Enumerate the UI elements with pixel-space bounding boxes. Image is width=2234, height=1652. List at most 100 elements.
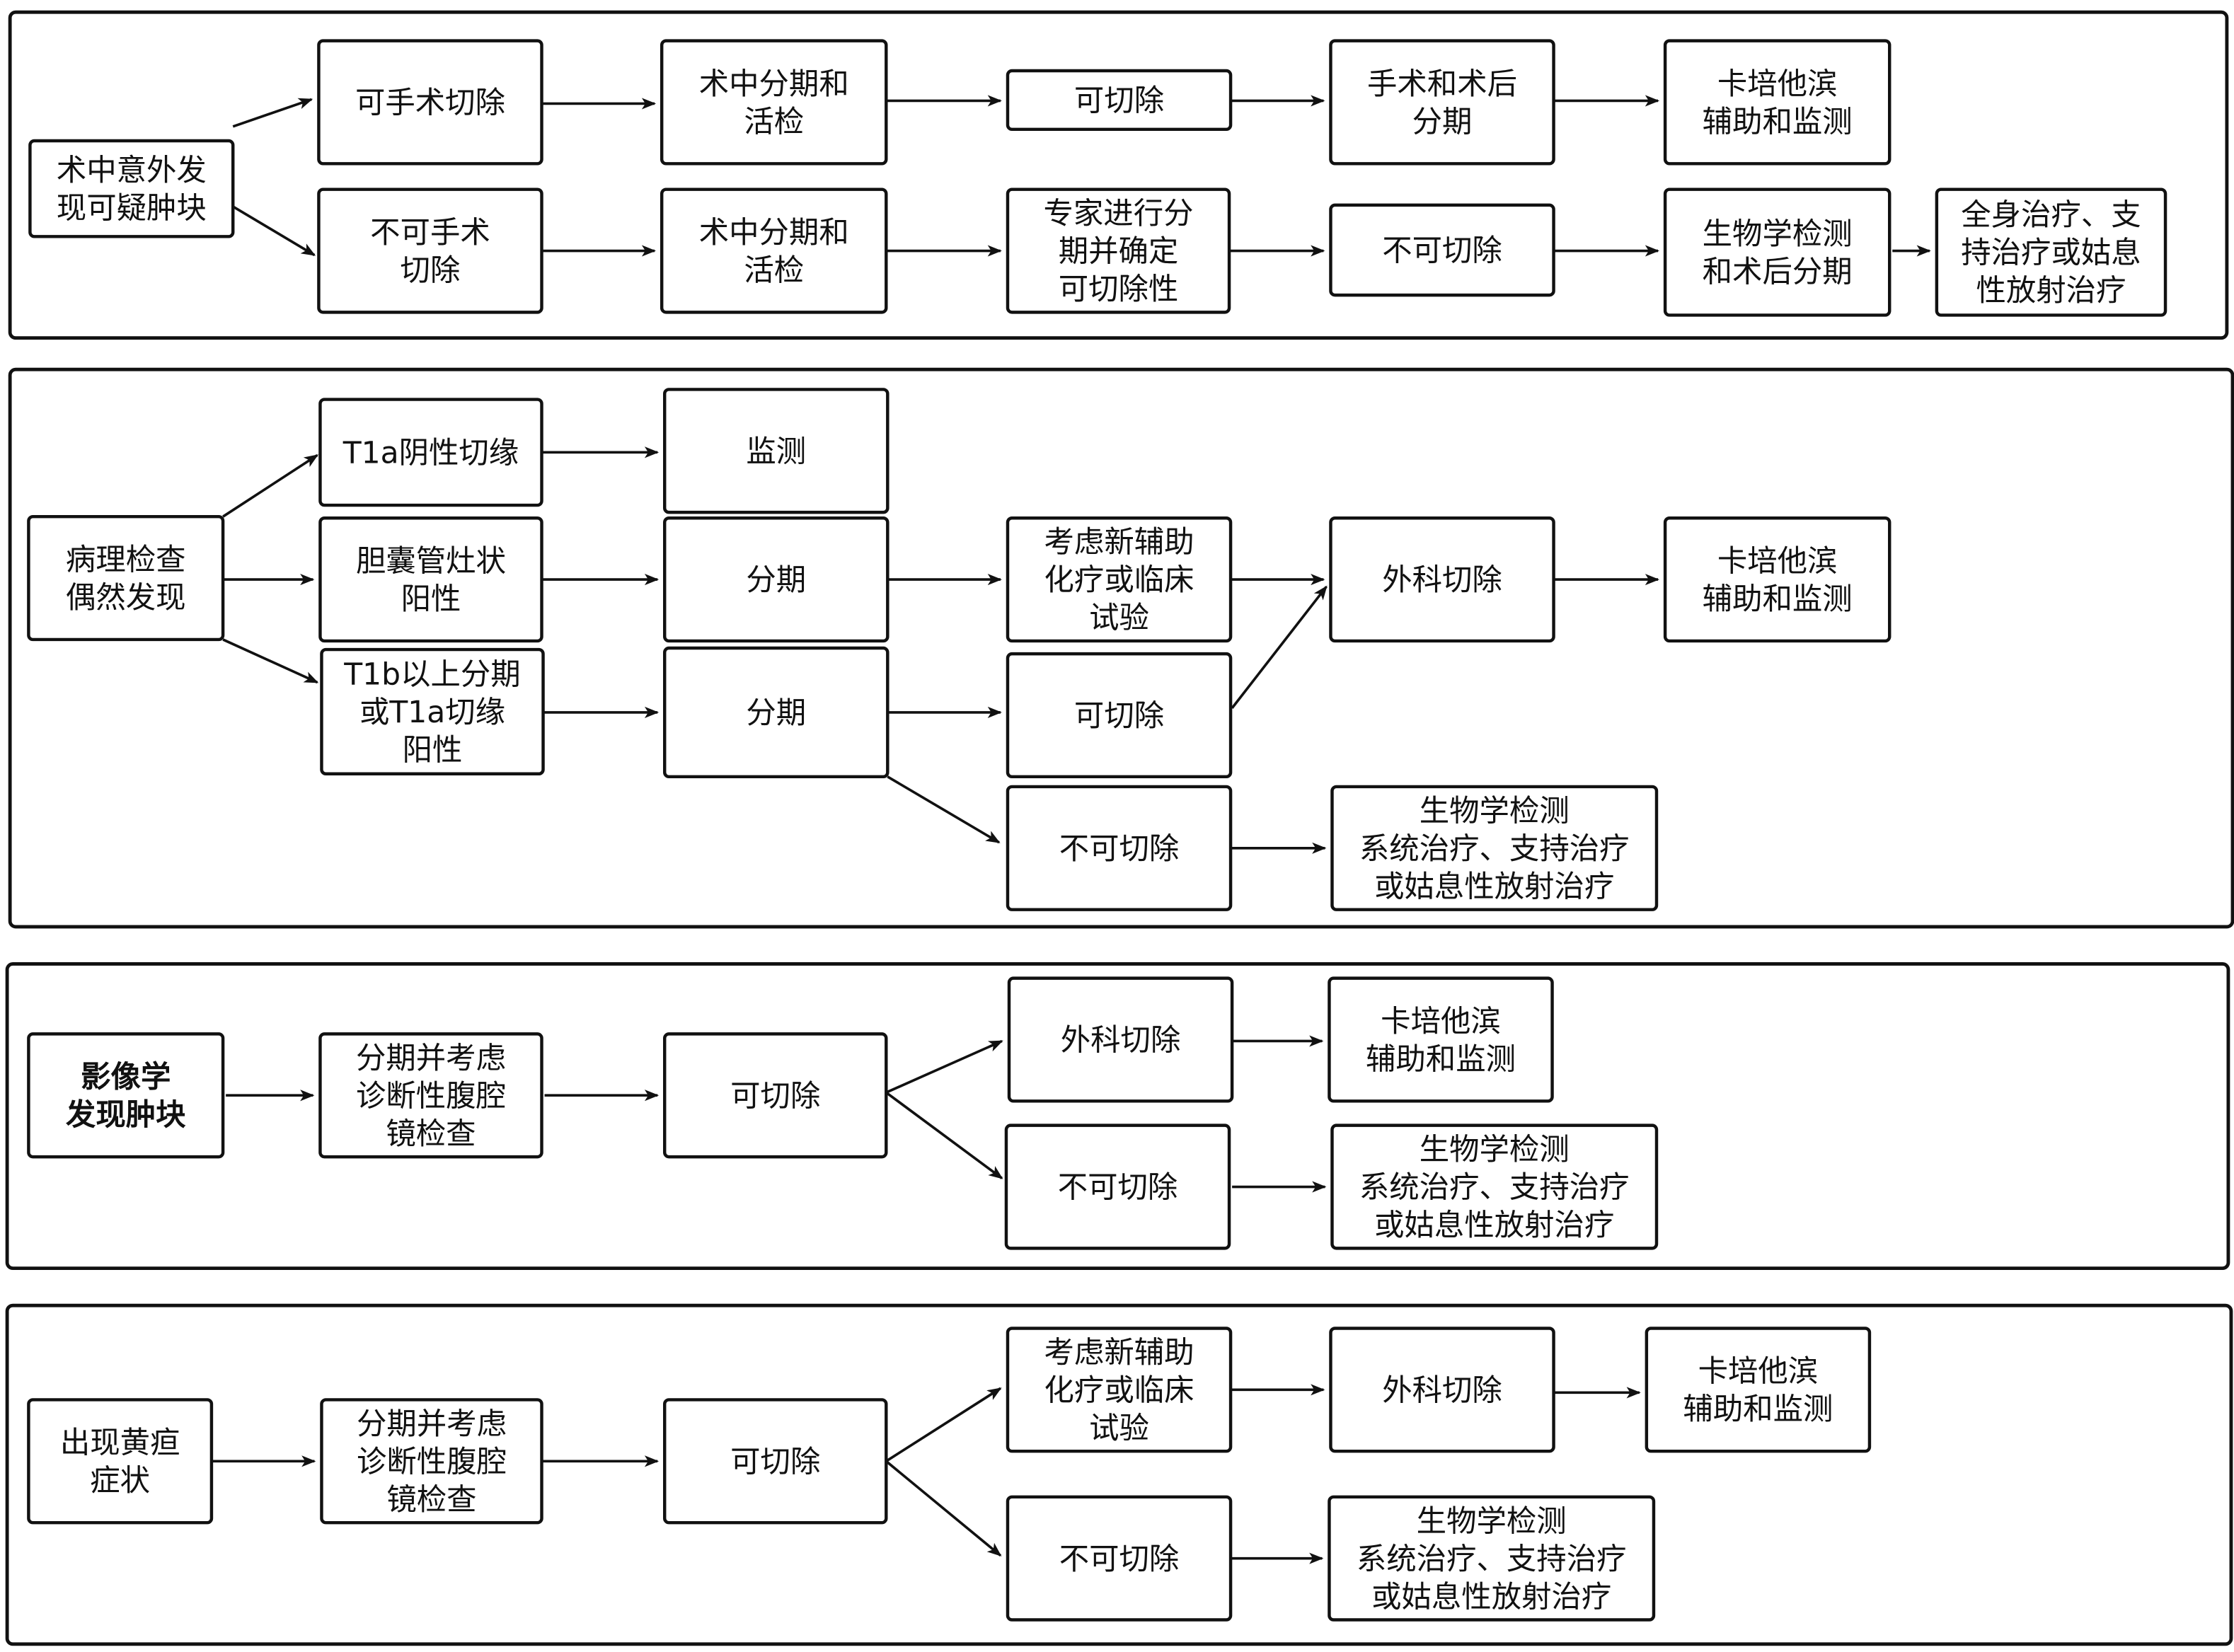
node-label-line: 辅助和监测 xyxy=(1703,582,1853,617)
arrow-a0-a1 xyxy=(232,98,313,128)
node-box xyxy=(663,388,889,514)
arrow-e2-e4 xyxy=(885,1460,1002,1557)
node-box xyxy=(1645,1327,1872,1453)
node-label-line: 系统治疗、支持治疗 xyxy=(1359,1171,1630,1206)
node-box xyxy=(1663,516,1892,643)
node-label-line: 或T1a切缘 xyxy=(359,695,505,730)
node-box xyxy=(1328,1495,1656,1622)
arrow-c8-c10 xyxy=(1231,585,1328,709)
node-box xyxy=(1663,187,1892,317)
node-box xyxy=(1006,1495,1233,1622)
arrow-d2-d4 xyxy=(885,1091,1003,1179)
node-label-line: 考虑新辅助 xyxy=(1044,1336,1194,1370)
node-label-line: 分期 xyxy=(746,696,806,731)
node-label-line: 现可疑肿块 xyxy=(57,192,207,226)
node-label-line: 不可切除 xyxy=(1058,1171,1178,1206)
node-label-line: 生物学检测 xyxy=(1420,794,1570,828)
node-label-line: 系统治疗、支持治疗 xyxy=(1359,832,1630,867)
node-label-line: 生物学检测 xyxy=(1420,1133,1570,1167)
node-box xyxy=(1329,1327,1555,1453)
arrow-c0-c1 xyxy=(222,454,319,518)
node-label-line: 切除 xyxy=(401,253,461,288)
flow-node-e4: 不可切除 xyxy=(1006,1495,1233,1622)
node-label-line: 或姑息性放射治疗 xyxy=(1374,1208,1614,1243)
node-box xyxy=(318,398,543,507)
node-box xyxy=(317,187,543,314)
flow-node-e2: 可切除 xyxy=(663,1398,888,1525)
node-box xyxy=(318,1032,543,1159)
node-label-line: 术中分期和 xyxy=(699,216,849,250)
node-label-line: 出现黄疸 xyxy=(60,1426,180,1461)
node-label-line: 分期 xyxy=(746,563,806,598)
node-label-line: 或姑息性放射治疗 xyxy=(1371,1580,1611,1615)
node-label-line: 可切除性 xyxy=(1059,272,1179,307)
flow-node-c1: T1a阴性切缘 xyxy=(318,398,543,507)
node-label-line: 可切除 xyxy=(730,1445,820,1479)
node-label-line: 病理检查 xyxy=(66,543,186,577)
node-box xyxy=(1006,187,1231,314)
node-box xyxy=(1330,785,1659,911)
panel-pathology xyxy=(8,367,2234,929)
node-label-line: T1b以上分期 xyxy=(343,658,520,693)
node-label-line: 镜检查 xyxy=(386,1117,476,1152)
node-label-line: 化疗或临床 xyxy=(1044,1373,1194,1408)
node-label-line: 可切除 xyxy=(1074,699,1164,734)
node-box xyxy=(1006,516,1233,643)
node-box xyxy=(1330,1124,1659,1250)
node-label-line: 性放射治疗 xyxy=(1976,274,2126,308)
arrow-c0-c3 xyxy=(222,638,319,684)
node-box xyxy=(663,646,889,779)
node-label-line: 镜检查 xyxy=(386,1483,476,1518)
node-label-line: 辅助和监测 xyxy=(1366,1042,1516,1077)
node-label-line: 影像学 xyxy=(81,1061,171,1095)
node-box xyxy=(1006,652,1233,779)
node-label-line: 系统治疗、支持治疗 xyxy=(1357,1542,1627,1577)
node-label-line: 可手术切除 xyxy=(355,86,505,121)
node-box xyxy=(1935,187,2167,317)
node-label-line: 试验 xyxy=(1089,601,1149,636)
arrow-a0-b1 xyxy=(232,205,316,257)
node-box xyxy=(27,1032,225,1159)
node-label-line: 不可切除 xyxy=(1382,234,1502,269)
flow-node-c5: 分期 xyxy=(663,516,889,643)
node-box xyxy=(27,514,225,642)
flow-node-d4: 不可切除 xyxy=(1004,1124,1231,1250)
node-label-line: 可切除 xyxy=(1074,84,1164,119)
node-label-line: 发现肿块 xyxy=(66,1098,186,1133)
node-label-line: 期并确定 xyxy=(1059,235,1179,270)
node-label-line: 症状 xyxy=(90,1464,150,1498)
node-label-line: 阳性 xyxy=(401,582,461,617)
node-label-line: 持治疗或姑息 xyxy=(1961,236,2141,271)
node-box xyxy=(320,647,545,775)
node-label-line: 胆囊管灶状 xyxy=(356,544,506,579)
node-label-line: 全身治疗、支 xyxy=(1961,198,2141,233)
node-label-line: 活检 xyxy=(744,253,804,288)
node-box xyxy=(1329,39,1555,166)
node-box xyxy=(663,1398,888,1525)
node-label-line: 卡培他滨 xyxy=(1717,67,1838,102)
node-label-line: 专家进行分 xyxy=(1043,197,1193,231)
node-box xyxy=(1329,203,1555,297)
node-label-line: 术中意外发 xyxy=(57,154,207,188)
node-box xyxy=(1007,976,1234,1103)
node-box xyxy=(27,1398,214,1525)
node-label-line: 分期并考虑 xyxy=(356,1041,506,1076)
arrow-d2-d3 xyxy=(885,1039,1003,1094)
flow-node-c6: 分期 xyxy=(663,646,889,779)
node-label-line: 术中分期和 xyxy=(699,67,849,102)
node-box xyxy=(320,1398,543,1525)
